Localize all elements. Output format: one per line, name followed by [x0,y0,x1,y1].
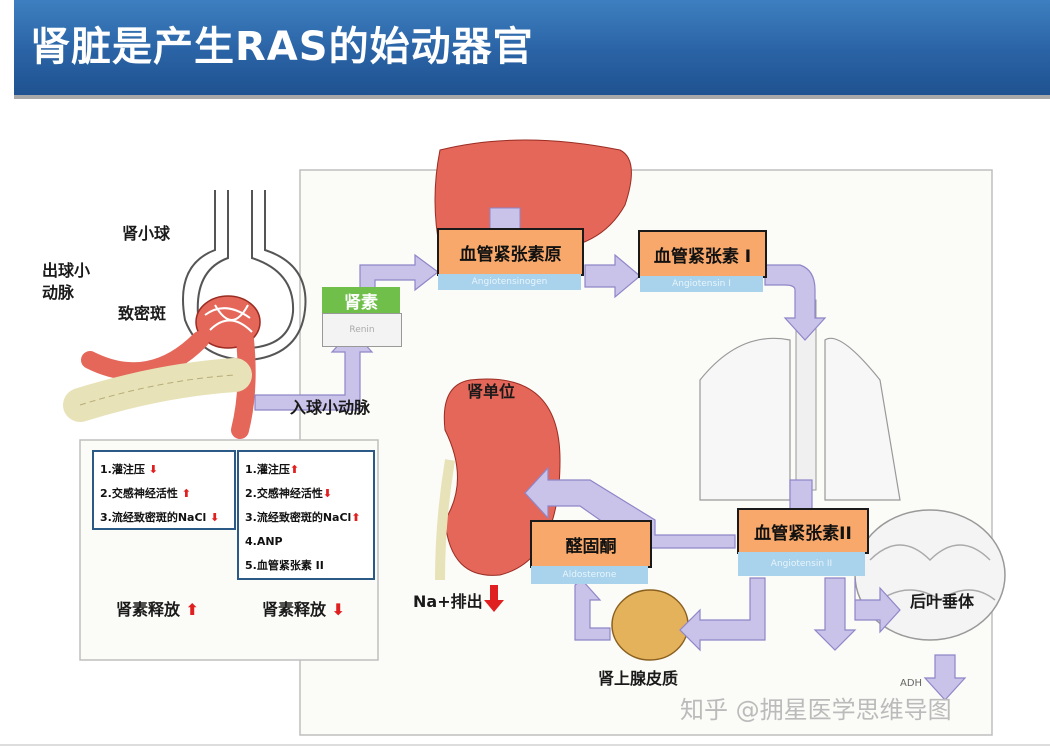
renin-box: 肾素 [322,287,400,313]
liver [434,139,632,251]
adrenal-cortex-label: 肾上腺皮质 [598,669,679,688]
watermark: 知乎 @拥星医学思维导图 [680,696,952,724]
list-item: 2.交感神经活性⬇ [245,487,333,500]
efferent-arteriole-label: 出球小 动脉 [42,261,91,302]
afferent-arteriole-label: 入球小动脉 [290,398,371,417]
renin-release-decrease: 肾素释放 ⬇ [262,600,345,619]
na-excretion-label: Na+排出 [413,592,483,611]
red-up-arrow-icon: ⬆ [185,600,199,619]
red-up-arrow-icon: ⬆ [289,463,300,476]
angiotensin-i-box: 血管紧张素 I [638,230,767,278]
title-banner [14,0,1050,95]
red-down-arrow-icon: ⬇ [210,511,220,524]
header-divider [14,95,1050,99]
macula-densa-label: 致密斑 [118,304,167,323]
red-up-arrow-icon: ⬆ [181,487,191,500]
aldosterone-box: 醛固酮 [530,520,652,568]
angiotensin-ii-sub: Angiotensin II [738,552,865,576]
adrenal-gland [611,589,689,661]
list-item: 5.血管紧张素 II [245,559,324,572]
angiotensinogen-box: 血管紧张素原 [437,228,584,276]
nephron-label: 肾单位 [467,382,516,401]
list-item: 4.ANP [245,535,283,548]
red-down-arrow-icon: ⬇ [322,487,333,500]
list-item: 3.流经致密斑的NaCl⬆ [245,511,361,524]
aldosterone-sub: Aldosterone [531,566,648,584]
posterior-pituitary-label: 后叶垂体 [910,592,975,611]
angiotensinogen-sub: Angiotensinogen [438,274,581,290]
ras-diagram [63,139,1006,736]
renin-sub: Renin [322,313,402,347]
tubule [63,358,252,422]
red-up-arrow-icon: ⬆ [351,511,361,524]
renin-decrease-factors: 1.灌注压⬆ 2.交感神经活性⬇ 3.流经致密斑的NaCl⬆ 4.ANP 5.血… [237,450,375,580]
renin-release-increase: 肾素释放 ⬆ [116,600,199,619]
list-item: 2.交感神经活性 ⬆ [100,487,191,500]
angiotensin-i-sub: Angiotensin I [640,276,763,292]
list-item: 3.流经致密斑的NaCl ⬇ [100,511,220,524]
red-down-arrow-icon: ⬇ [331,600,345,619]
adh-label: ADH [900,678,923,689]
renin-increase-factors: 1.灌注压 ⬇ 2.交感神经活性 ⬆ 3.流经致密斑的NaCl ⬇ [92,450,236,530]
glomerulus-label: 肾小球 [122,224,171,243]
na-down-arrow [484,585,504,612]
bottom-divider [0,744,1050,746]
lungs [699,337,791,501]
list-item: 1.灌注压 ⬇ [100,463,158,476]
list-item: 1.灌注压⬆ [245,463,300,476]
page-title: 肾脏是产生RAS的始动器官 [30,24,534,70]
angiotensin-ii-box: 血管紧张素II [737,508,869,554]
red-down-arrow-icon: ⬇ [148,463,158,476]
